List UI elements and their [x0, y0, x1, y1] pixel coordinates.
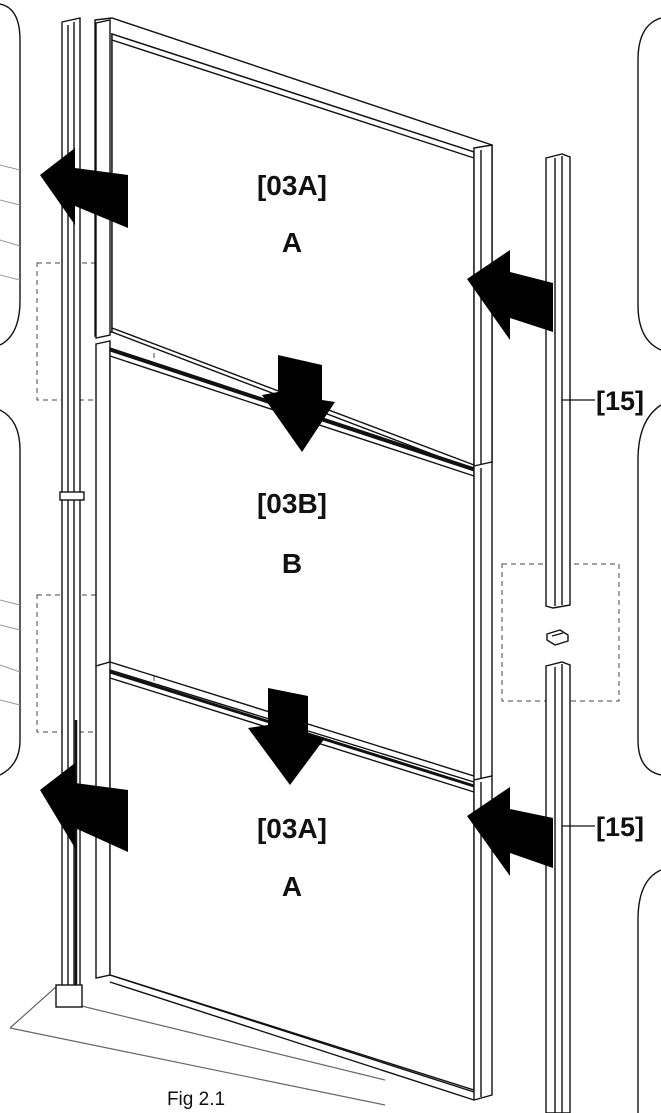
arrow-right-lower: [467, 787, 553, 876]
figure-caption: Fig 2.1: [167, 1089, 225, 1110]
panel-middle-code: [03B]: [257, 488, 327, 519]
arrow-left-upper: [40, 148, 128, 228]
assembly-arrows: [40, 148, 553, 876]
panel-top-frame: [94, 17, 493, 472]
panel-top-letter: A: [282, 227, 302, 258]
panel-bottom-frame: [95, 661, 493, 1101]
callout-15-upper: [15]: [596, 386, 644, 416]
right-profile-upper: [545, 153, 571, 609]
panel-bottom-letter: A: [282, 871, 302, 902]
arrow-right-upper: [467, 250, 553, 340]
connector-piece: [546, 629, 569, 646]
panel-middle-letter: B: [282, 548, 302, 579]
arrow-left-lower: [40, 763, 128, 852]
callout-15-lower: [15]: [596, 812, 644, 842]
arrow-down-lower: [248, 688, 325, 785]
left-detail-bubbles: [0, 3, 21, 776]
panel-middle-frame: [95, 340, 493, 781]
panel-bottom-code: [03A]: [257, 813, 327, 844]
right-detail-bubbles: [637, 17, 661, 1113]
right-profile-lower: [545, 661, 571, 1113]
arrow-down-upper: [262, 355, 335, 452]
panel-top-code: [03A]: [257, 170, 327, 201]
callout-leaders: [562, 399, 595, 827]
